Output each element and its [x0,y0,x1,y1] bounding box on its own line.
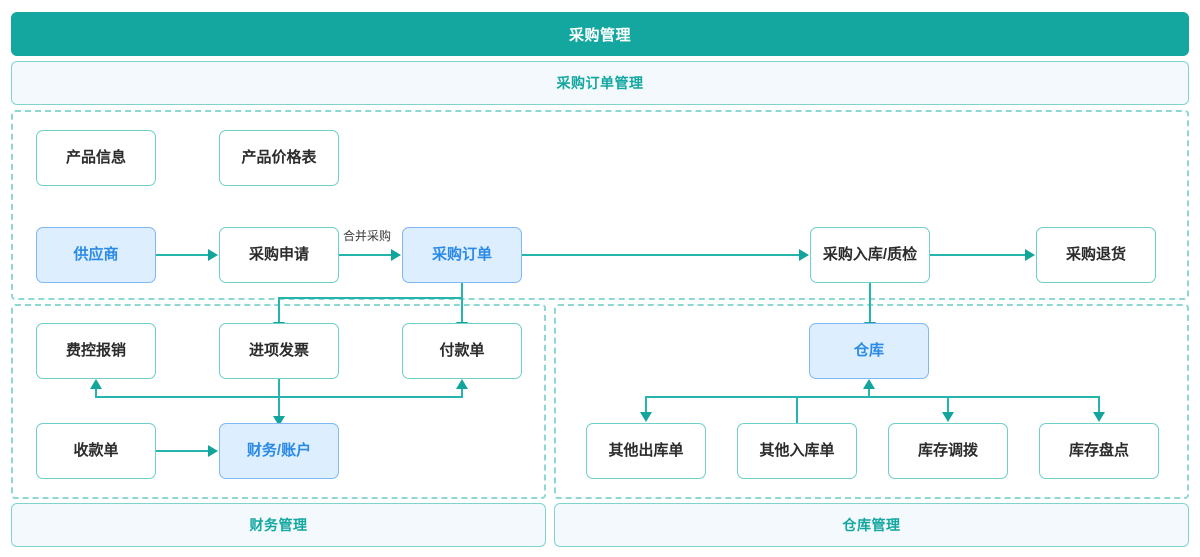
edge-bus-to-other-inbound [796,396,798,423]
edge-branch-down-to-invoice [278,297,280,325]
node-purchase-inbound-inspection[interactable]: 采购入库/质检 [810,227,930,283]
edge-bus-down-transfer [947,396,949,414]
banner-warehouse-management: 仓库管理 [554,503,1189,547]
group-frame-purchase [11,110,1189,300]
node-expense-reimbursement[interactable]: 费控报销 [36,323,156,379]
edge-order-to-inbound [522,254,800,256]
banner-finance-management: 财务管理 [11,503,546,547]
node-stock-count[interactable]: 库存盘点 [1039,423,1159,479]
arrow-to-expense-reimbursement [90,379,102,389]
node-purchase-order[interactable]: 采购订单 [402,227,522,283]
node-other-inbound[interactable]: 其他入库单 [737,423,857,479]
node-warehouse[interactable]: 仓库 [809,323,929,379]
arrow-to-stock-count [1093,412,1105,422]
edge-request-to-order [339,254,392,256]
node-purchase-return[interactable]: 采购退货 [1036,227,1156,283]
node-receipt-voucher[interactable]: 收款单 [36,423,156,479]
arrow-to-finance-account [273,416,285,426]
banner-purchase-order-management: 采购订单管理 [11,61,1189,105]
edge-inbound-to-return [930,254,1026,256]
edge-bus-down-count [1098,396,1100,414]
arrow-order-to-inbound [799,249,809,261]
arrow-request-to-order [391,249,401,261]
arrow-supplier-to-request [208,249,218,261]
node-stock-transfer[interactable]: 库存调拨 [888,423,1008,479]
edge-bus-down-outbound [645,396,647,414]
edge-supplier-to-request [156,254,209,256]
edge-inbound-up-stub [868,388,870,397]
arrow-receipt-to-account [208,445,218,457]
node-product-info[interactable]: 产品信息 [36,130,156,186]
node-other-outbound[interactable]: 其他出库单 [586,423,706,479]
node-purchase-request[interactable]: 采购申请 [219,227,339,283]
node-product-price-list[interactable]: 产品价格表 [219,130,339,186]
edge-order-down-trunk [461,283,463,325]
edge-feedback-up-payment [461,388,463,397]
group-frame-warehouse [554,304,1189,499]
arrow-to-payment-voucher-up [456,379,468,389]
edge-inbound-to-warehouse [869,283,871,325]
node-supplier[interactable]: 供应商 [36,227,156,283]
arrow-inbound-to-return [1025,249,1035,261]
edge-order-branch-horizontal [278,297,462,299]
node-payment-voucher[interactable]: 付款单 [402,323,522,379]
arrow-inbound-to-warehouse [863,379,875,389]
edge-receipt-to-account [156,450,209,452]
arrow-to-stock-transfer [942,412,954,422]
node-finance-account[interactable]: 财务/账户 [219,423,339,479]
edge-warehouse-bus [645,396,1100,398]
banner-purchase-management: 采购管理 [11,12,1189,56]
edge-invoice-to-account [278,379,280,419]
edge-feedback-up-expense [95,388,97,397]
edge-label-merge-purchase: 合并采购 [341,227,394,244]
arrow-to-other-outbound [640,412,652,422]
node-input-invoice[interactable]: 进项发票 [219,323,339,379]
